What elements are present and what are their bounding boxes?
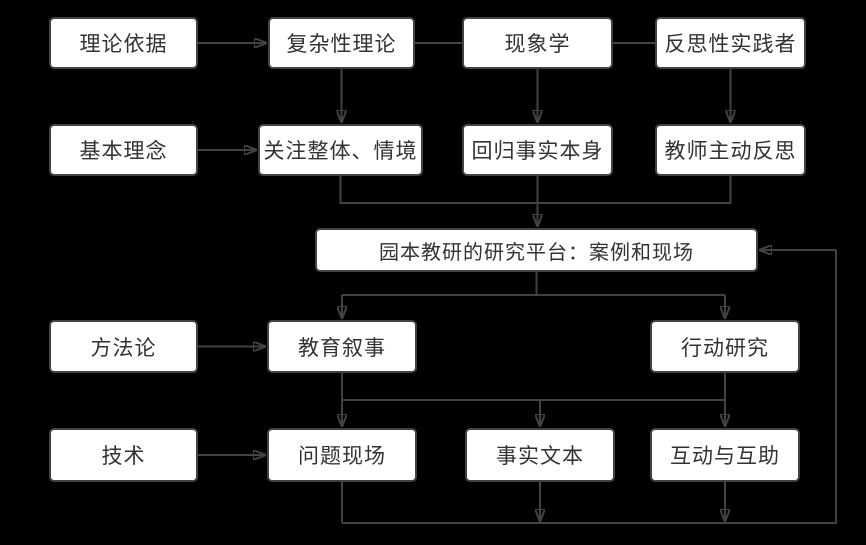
node-fact-text-label: 事实文本	[496, 445, 584, 468]
node-basic-idea: 基本理念	[49, 124, 198, 176]
node-theory-basis-label: 理论依据	[79, 33, 168, 56]
node-technique: 技术	[49, 428, 198, 482]
node-problem-scene-label: 问题现场	[298, 445, 386, 468]
node-reflective-practitioner-label: 反思性实践者	[664, 33, 797, 56]
node-phenomenology: 现象学	[462, 17, 613, 69]
edge-platform-split	[342, 272, 725, 296]
node-complexity-theory-label: 复杂性理论	[286, 33, 397, 56]
node-fact-text: 事实文本	[465, 428, 615, 482]
node-basic-idea-label: 基本理念	[79, 140, 168, 163]
node-phenomenology-label: 现象学	[504, 33, 571, 56]
node-action-research-label: 行动研究	[681, 336, 769, 360]
node-problem-scene: 问题现场	[267, 428, 417, 482]
node-methodology-label: 方法论	[90, 336, 157, 360]
node-return-to-facts-label: 回归事实本身	[471, 140, 604, 163]
node-interaction-mutual-aid-label: 互动与互助	[670, 445, 780, 468]
node-educational-narrative: 教育叙事	[267, 320, 417, 373]
node-focus-whole-context-label: 关注整体、情境	[263, 140, 418, 163]
node-teacher-active-reflection: 教师主动反思	[655, 124, 806, 176]
node-educational-narrative-label: 教育叙事	[298, 336, 386, 360]
node-research-platform: 园本教研的研究平台：案例和现场	[315, 228, 758, 272]
node-technique-label: 技术	[101, 445, 146, 468]
node-interaction-mutual-aid: 互动与互助	[650, 428, 800, 482]
node-theory-basis: 理论依据	[49, 17, 198, 69]
node-action-research: 行动研究	[650, 320, 800, 373]
node-methodology: 方法论	[49, 320, 198, 373]
node-focus-whole-context: 关注整体、情境	[258, 124, 423, 176]
edge-merge-row2	[339, 176, 732, 204]
node-teacher-active-reflection-label: 教师主动反思	[664, 140, 797, 163]
node-research-platform-label: 园本教研的研究平台：案例和现场	[379, 241, 694, 264]
node-complexity-theory: 复杂性理论	[268, 17, 415, 69]
edge-bottom-collector	[342, 250, 837, 524]
node-return-to-facts: 回归事实本身	[462, 124, 613, 176]
node-reflective-practitioner: 反思性实践者	[655, 17, 806, 69]
